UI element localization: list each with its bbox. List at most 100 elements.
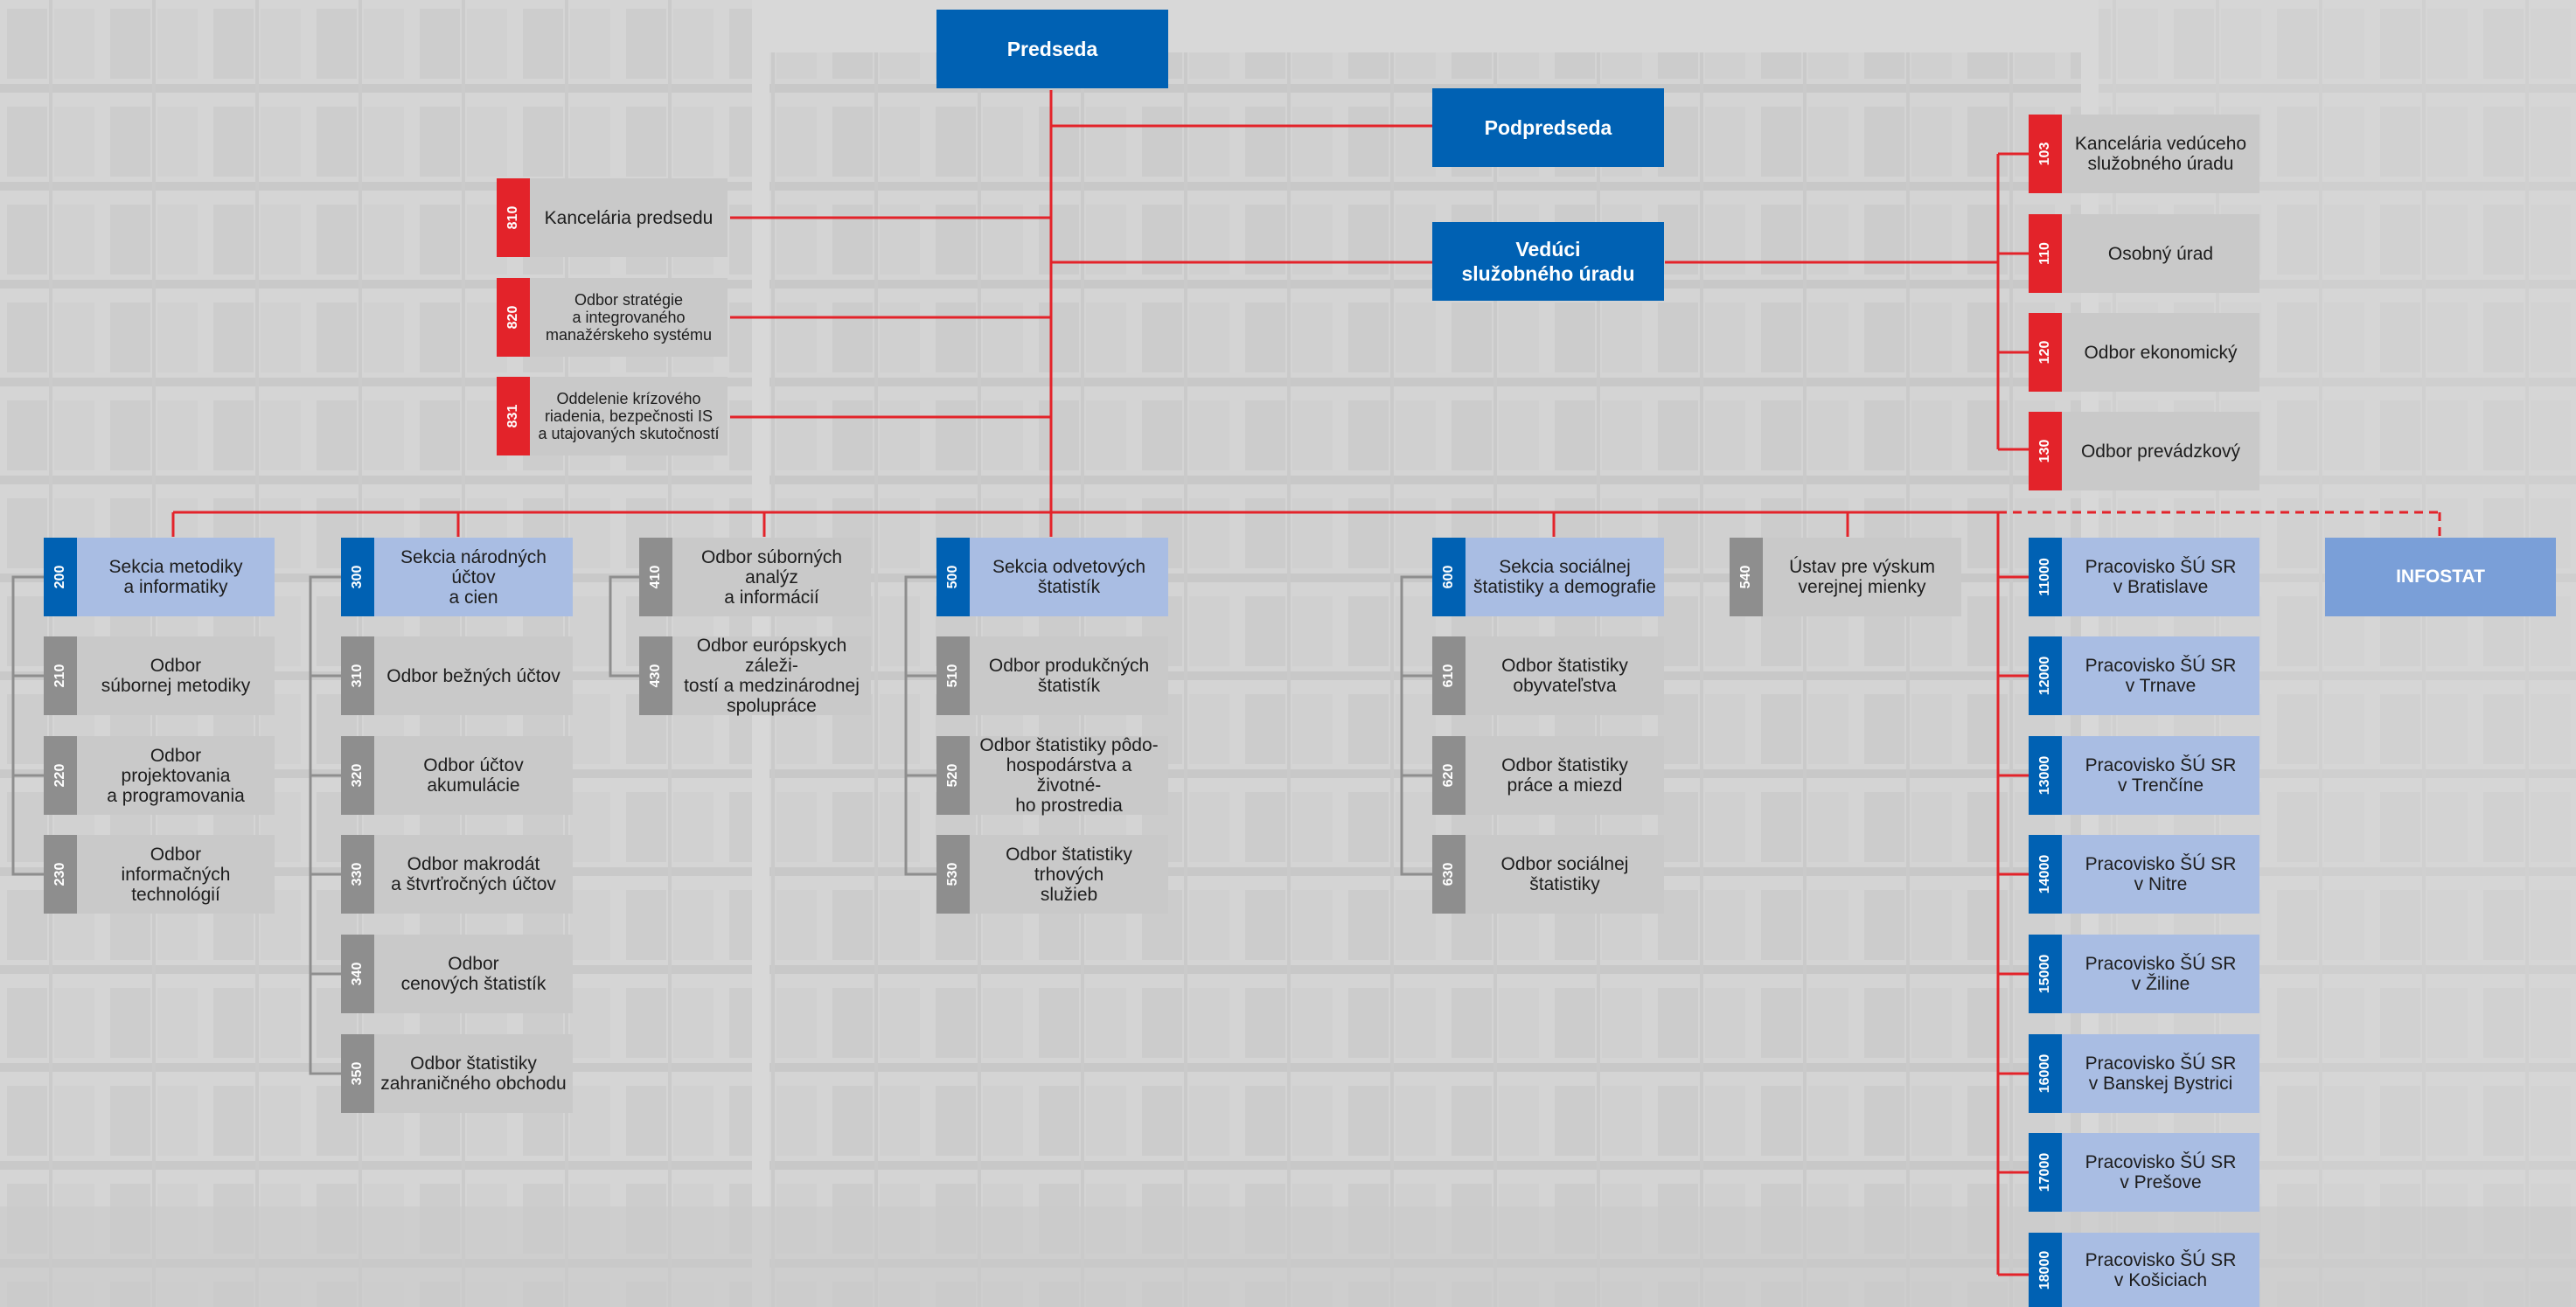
unit-120[interactable]: 120 Odbor ekonomický [2029,313,2259,392]
unit-831[interactable]: 831 Oddelenie krízového riadenia, bezpeč… [497,377,728,455]
unit-540[interactable]: 540 Ústav pre výskum verejnej mienky [1730,538,1961,616]
unit-330[interactable]: 330 Odbor makrodát a štvrťročných účtov [341,835,573,914]
regional-17000[interactable]: 17000 Pracovisko ŠÚ SR v Prešove [2029,1133,2259,1212]
unit-label: Odbor súbornej metodiky [77,636,275,715]
unit-label: Sekcia metodiky a informatiky [77,538,275,616]
unit-code-tag: 530 [936,835,970,914]
unit-510[interactable]: 510 Odbor produkčných štatistík [936,636,1168,715]
unit-code-tag: 200 [44,538,77,616]
unit-code-tag: 310 [341,636,374,715]
unit-code-tag: 500 [936,538,970,616]
unit-code-tag: 120 [2029,313,2062,392]
unit-code-tag: 510 [936,636,970,715]
unit-label: Odbor bežných účtov [374,636,573,715]
unit-350[interactable]: 350 Odbor štatistiky zahraničného obchod… [341,1034,573,1113]
unit-340[interactable]: 340 Odbor cenových štatistík [341,935,573,1013]
unit-code-tag: 330 [341,835,374,914]
unit-code-tag: 520 [936,736,970,815]
unit-label: Pracovisko ŠÚ SR v Trenčíne [2062,736,2259,815]
unit-label: Pracovisko ŠÚ SR v Trnave [2062,636,2259,715]
unit-label: Pracovisko ŠÚ SR v Bratislave [2062,538,2259,616]
unit-label: Odbor informačných technológií [77,835,275,914]
regional-12000[interactable]: 12000 Pracovisko ŠÚ SR v Trnave [2029,636,2259,715]
unit-label: Odbor ekonomický [2062,313,2259,392]
unit-label: Pracovisko ŠÚ SR v Nitre [2062,835,2259,914]
section-500[interactable]: 500 Sekcia odvetových štatistík [936,538,1168,616]
unit-code-tag: 18000 [2029,1233,2062,1307]
unit-code-tag: 540 [1730,538,1763,616]
unit-code-tag: 15000 [2029,935,2062,1013]
unit-130[interactable]: 130 Odbor prevádzkový [2029,412,2259,490]
podpredseda-box[interactable]: Podpredseda [1432,88,1664,167]
unit-code-tag: 210 [44,636,77,715]
predseda-box[interactable]: Predseda [936,10,1168,88]
unit-code-tag: 300 [341,538,374,616]
unit-103[interactable]: 103 Kancelária vedúceho služobného úradu [2029,115,2259,193]
unit-610[interactable]: 610 Odbor štatistiky obyvateľstva [1432,636,1664,715]
unit-820[interactable]: 820 Odbor stratégie a integrovaného mana… [497,278,728,357]
unit-810[interactable]: 810 Kancelária predsedu [497,178,728,257]
unit-label: Odbor projektovania a programovania [77,736,275,815]
unit-620[interactable]: 620 Odbor štatistiky práce a miezd [1432,736,1664,815]
section-600[interactable]: 600 Sekcia sociálnej štatistiky a demogr… [1432,538,1664,616]
unit-code-tag: 820 [497,278,530,357]
unit-230[interactable]: 230 Odbor informačných technológií [44,835,275,914]
unit-520[interactable]: 520 Odbor štatistiky pôdo- hospodárstva … [936,735,1168,816]
unit-label: Sekcia odvetových štatistík [970,538,1168,616]
unit-label: Odbor prevádzkový [2062,412,2259,490]
regional-16000[interactable]: 16000 Pracovisko ŠÚ SR v Banskej Bystric… [2029,1034,2259,1113]
unit-label: Odbor štatistiky pôdo- hospodárstva a ži… [970,735,1168,816]
unit-430[interactable]: 430 Odbor európskych záleži- tostí a med… [639,636,871,716]
unit-label: Pracovisko ŠÚ SR v Košiciach [2062,1233,2259,1307]
unit-label: Odbor štatistiky obyvateľstva [1466,636,1664,715]
unit-code-tag: 610 [1432,636,1466,715]
unit-label: Odbor produkčných štatistík [970,636,1168,715]
unit-320[interactable]: 320 Odbor účtov akumulácie [341,736,573,815]
unit-label: Odbor európskych záleži- tostí a medziná… [672,636,871,716]
unit-label: Pracovisko ŠÚ SR v Prešove [2062,1133,2259,1212]
unit-label: Kancelária vedúceho služobného úradu [2062,115,2259,193]
regional-15000[interactable]: 15000 Pracovisko ŠÚ SR v Žiline [2029,935,2259,1013]
unit-410[interactable]: 410 Odbor súborných analýz a informácií [639,538,871,616]
unit-code-tag: 13000 [2029,736,2062,815]
unit-label: Odbor štatistiky práce a miezd [1466,736,1664,815]
unit-label: Oddelenie krízového riadenia, bezpečnost… [530,377,728,455]
unit-code-tag: 410 [639,538,672,616]
unit-code-tag: 12000 [2029,636,2062,715]
unit-label: Odbor účtov akumulácie [374,736,573,815]
unit-code-tag: 620 [1432,736,1466,815]
unit-220[interactable]: 220 Odbor projektovania a programovania [44,736,275,815]
unit-530[interactable]: 530 Odbor štatistiky trhových služieb [936,835,1168,914]
unit-label: Odbor štatistiky trhových služieb [970,835,1168,914]
section-300[interactable]: 300 Sekcia národných účtov a cien [341,538,573,616]
unit-label: Kancelária predsedu [530,178,728,257]
unit-code-tag: 16000 [2029,1034,2062,1113]
regional-13000[interactable]: 13000 Pracovisko ŠÚ SR v Trenčíne [2029,736,2259,815]
unit-code-tag: 600 [1432,538,1466,616]
unit-code-tag: 350 [341,1034,374,1113]
unit-630[interactable]: 630 Odbor sociálnej štatistiky [1432,835,1664,914]
unit-label: Odbor cenových štatistík [374,935,573,1013]
unit-code-tag: 17000 [2029,1133,2062,1212]
unit-code-tag: 220 [44,736,77,815]
unit-310[interactable]: 310 Odbor bežných účtov [341,636,573,715]
veduci-sluzobneho-uradu-box[interactable]: Vedúci služobného úradu [1432,222,1664,301]
unit-210[interactable]: 210 Odbor súbornej metodiky [44,636,275,715]
infostat-box[interactable]: INFOSTAT [2325,538,2556,616]
unit-code-tag: 11000 [2029,538,2062,616]
regional-18000[interactable]: 18000 Pracovisko ŠÚ SR v Košiciach [2029,1233,2259,1307]
unit-label: Odbor štatistiky zahraničného obchodu [374,1034,573,1113]
unit-code-tag: 320 [341,736,374,815]
regional-11000[interactable]: 11000 Pracovisko ŠÚ SR v Bratislave [2029,538,2259,616]
unit-code-tag: 630 [1432,835,1466,914]
unit-label: Sekcia národných účtov a cien [374,538,573,616]
section-200[interactable]: 200 Sekcia metodiky a informatiky [44,538,275,616]
unit-label: Odbor stratégie a integrovaného manažérs… [530,278,728,357]
unit-label: Sekcia sociálnej štatistiky a demografie [1466,538,1664,616]
regional-14000[interactable]: 14000 Pracovisko ŠÚ SR v Nitre [2029,835,2259,914]
unit-code-tag: 230 [44,835,77,914]
unit-110[interactable]: 110 Osobný úrad [2029,214,2259,293]
unit-code-tag: 340 [341,935,374,1013]
unit-code-tag: 14000 [2029,835,2062,914]
